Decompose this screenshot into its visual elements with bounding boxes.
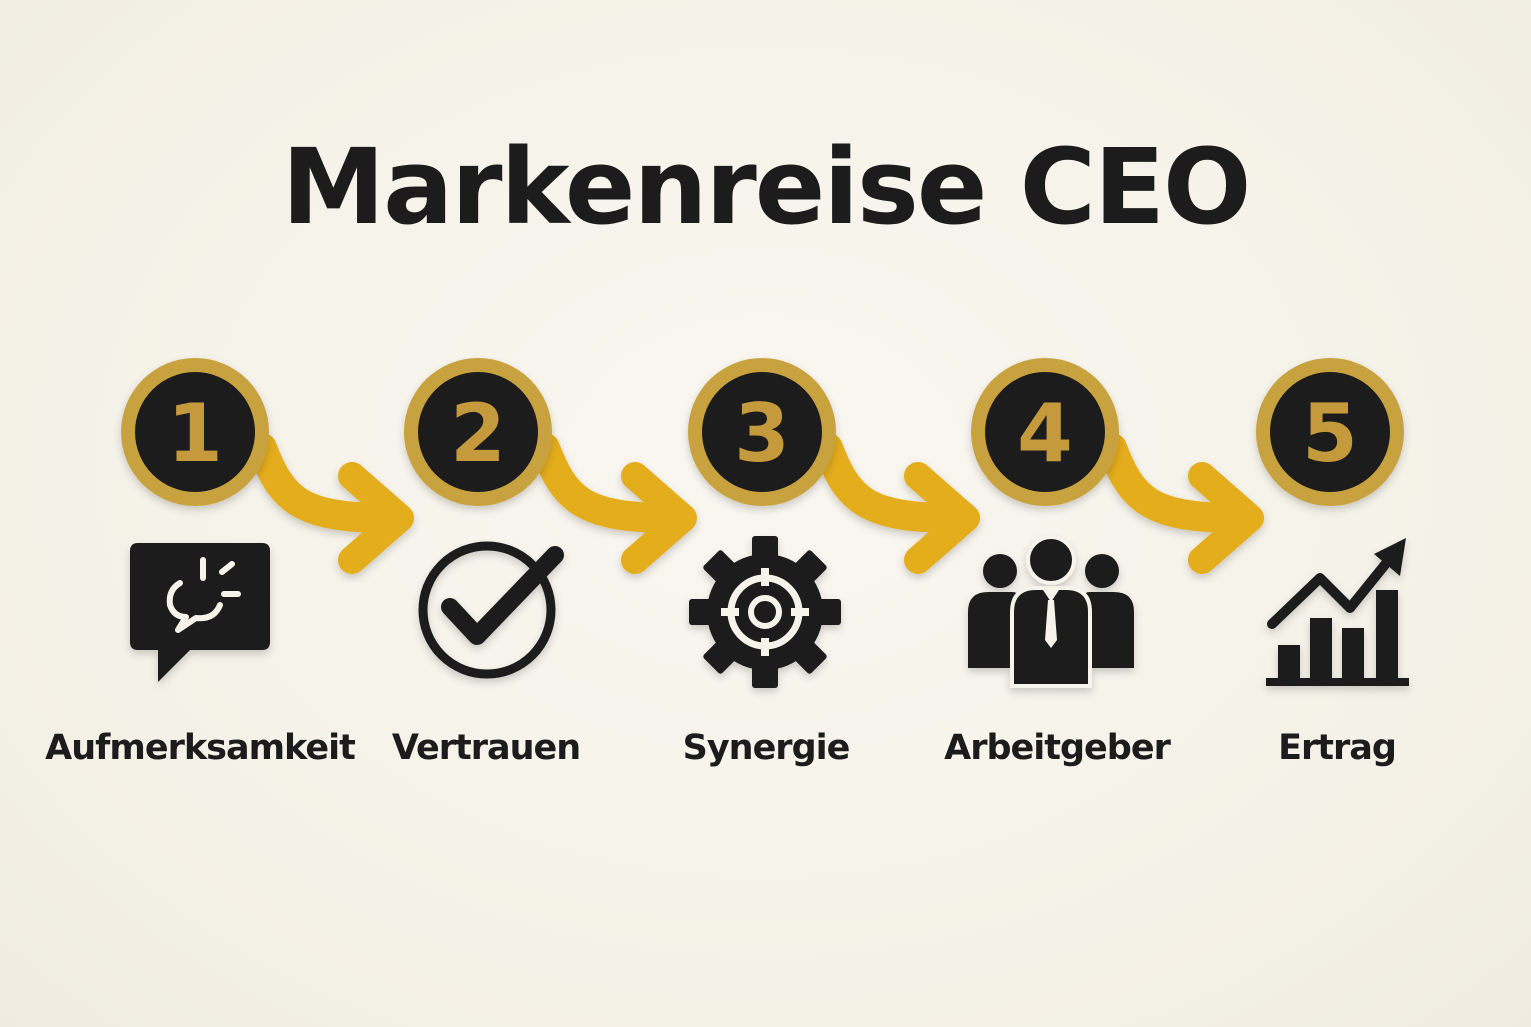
step-3-badge: 3 <box>688 358 836 506</box>
arrow-4-to-5 <box>1097 433 1264 574</box>
growth-chart-icon <box>1266 538 1409 686</box>
step-5-label: Ertrag <box>1278 728 1397 768</box>
speech-bubble-idea-icon <box>130 543 270 682</box>
step-4-label: Arbeitgeber <box>944 728 1171 768</box>
arrow-2-to-3 <box>530 433 697 574</box>
connector-arrows <box>247 433 1264 574</box>
step-3-number: 3 <box>734 387 790 480</box>
team-people-icon <box>968 535 1134 688</box>
step-3-label: Synergie <box>682 728 851 768</box>
page-title: Markenreise CEO <box>281 126 1252 248</box>
step-5-badge: 5 <box>1256 358 1404 506</box>
step-4-badge: 4 <box>971 358 1119 506</box>
step-2-badge: 2 <box>404 358 552 506</box>
step-1-label: Aufmerksamkeit <box>45 728 356 768</box>
step-5-number: 5 <box>1302 387 1358 480</box>
arrow-1-to-2 <box>247 433 414 574</box>
step-1-badge: 1 <box>121 358 269 506</box>
step-2-number: 2 <box>450 387 506 480</box>
step-1-number: 1 <box>167 387 223 480</box>
arrow-3-to-4 <box>813 433 980 574</box>
gear-target-icon <box>689 536 841 688</box>
check-circle-icon <box>418 541 564 679</box>
step-4-number: 4 <box>1017 387 1073 480</box>
step-2-label: Vertrauen <box>391 728 581 768</box>
